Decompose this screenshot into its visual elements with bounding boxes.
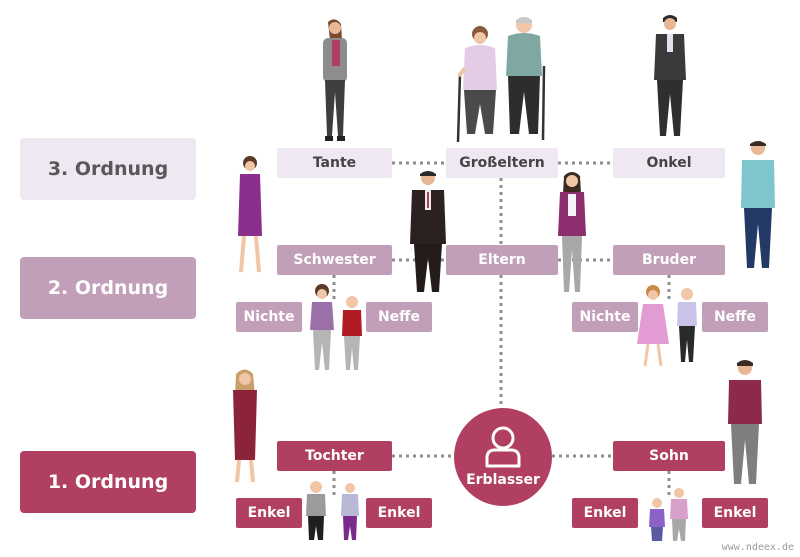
uncle-box: Onkel [613,148,725,178]
grandchildren-left-figures [306,481,359,540]
grandchildren-right-figures [649,488,688,541]
order-1-label: 1. Ordnung [20,451,196,513]
grandchild-box-1: Enkel [236,498,302,528]
person-icon [485,426,521,468]
brother-box: Bruder [613,245,725,275]
sister-box: Schwester [277,245,392,275]
order-2-label: 2. Ordnung [20,257,196,319]
mother-figure [558,172,586,292]
deceased-node: Erblasser [454,408,552,506]
niece-right-box: Nichte [572,302,638,332]
nephew-left-box: Neffe [366,302,432,332]
daughter-box: Tochter [277,441,392,471]
grandchild-box-2: Enkel [366,498,432,528]
parents-box: Eltern [446,245,558,275]
father-figure [410,171,446,292]
son-figure [728,360,762,484]
grandparents-box: Großeltern [446,148,558,178]
nephew-right-box: Neffe [702,302,768,332]
brother-figure [741,141,775,268]
daughter-figure [233,369,257,483]
grandchild-box-4: Enkel [702,498,768,528]
aunt-box: Tante [277,148,392,178]
grandfather-figure [506,17,546,141]
grandchild-box-3: Enkel [572,498,638,528]
son-box: Sohn [613,441,725,471]
grandmother-figure [456,26,497,143]
deceased-label: Erblasser [466,472,540,488]
aunt-figure [323,19,347,141]
sister-figure [238,156,262,273]
watermark: www.ndeex.de [721,542,794,553]
niece-nephew-left-figures [310,284,362,370]
uncle-figure [654,15,686,136]
niece-left-box: Nichte [236,302,302,332]
order-3-label: 3. Ordnung [20,138,196,200]
niece-nephew-right-figures [637,285,697,367]
